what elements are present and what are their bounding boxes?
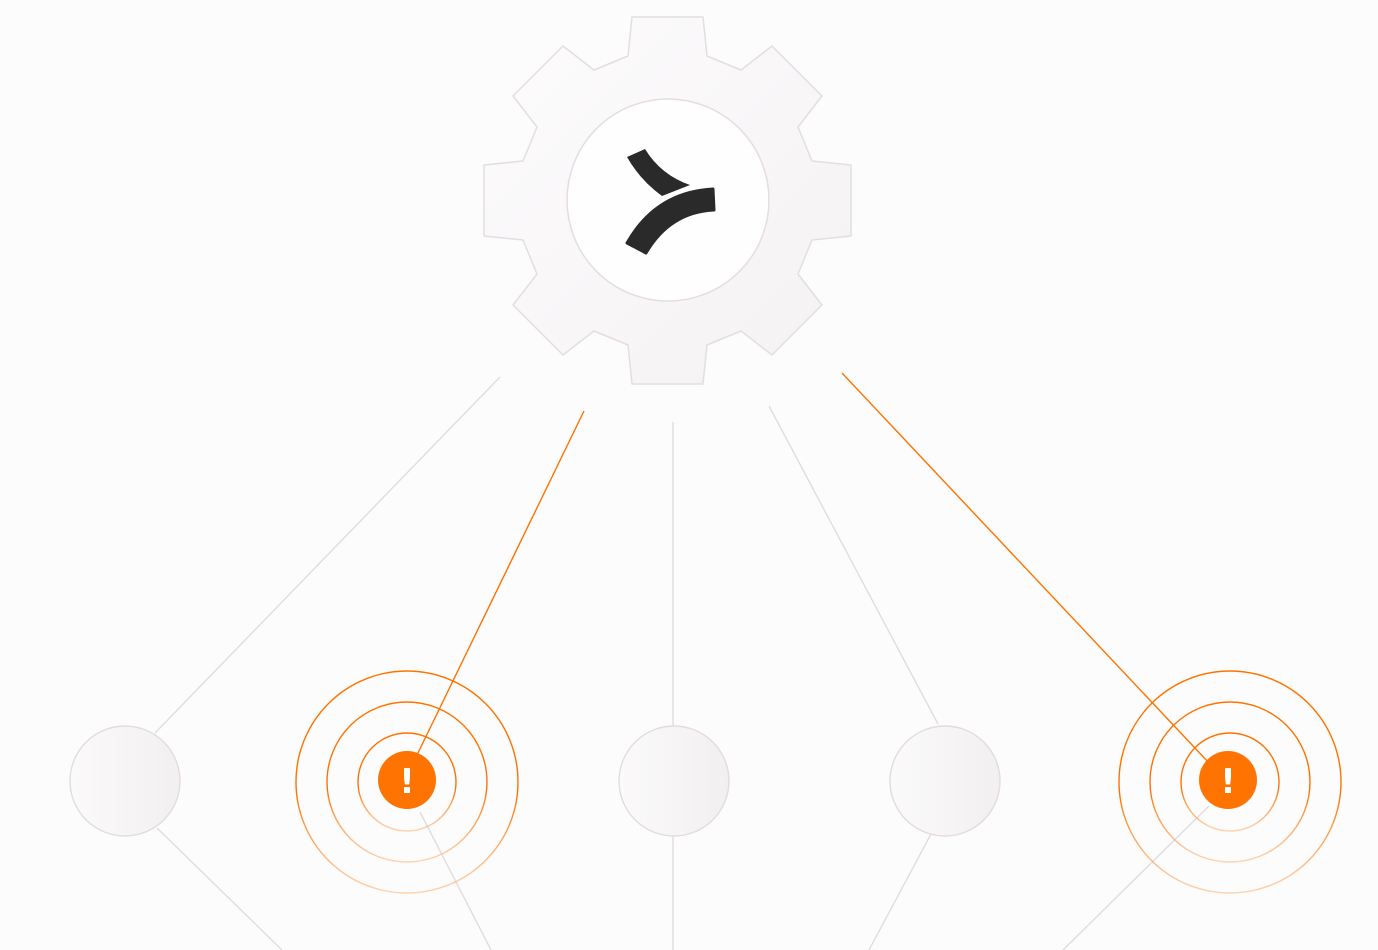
- gear-icon: [483, 16, 852, 385]
- node-5-alert[interactable]: !: [1118, 670, 1342, 894]
- lower-line-2: [419, 811, 492, 950]
- node-3[interactable]: [618, 725, 730, 837]
- lower-line-4: [868, 833, 932, 950]
- connector-line-2-alert: [415, 410, 585, 758]
- alert-badge: [1199, 751, 1257, 809]
- hub-connectors: [154, 372, 1211, 765]
- lower-line-5: [1062, 805, 1210, 950]
- alert-icon: !: [1220, 762, 1236, 802]
- connector-line-4: [768, 405, 939, 725]
- lower-line-1: [156, 827, 283, 950]
- connector-line-1: [154, 376, 501, 734]
- chevron-logo-icon: [625, 149, 716, 255]
- connector-line-5-alert: [841, 372, 1211, 765]
- alert-icon: !: [399, 762, 415, 802]
- node-4[interactable]: [889, 725, 1001, 837]
- alert-badge: [378, 751, 436, 809]
- lower-connectors: [156, 805, 1210, 950]
- alert-pulse-rings: [295, 670, 519, 894]
- node-1[interactable]: [69, 725, 181, 837]
- node-2-alert[interactable]: !: [295, 670, 519, 894]
- alert-pulse-rings: [1118, 670, 1342, 894]
